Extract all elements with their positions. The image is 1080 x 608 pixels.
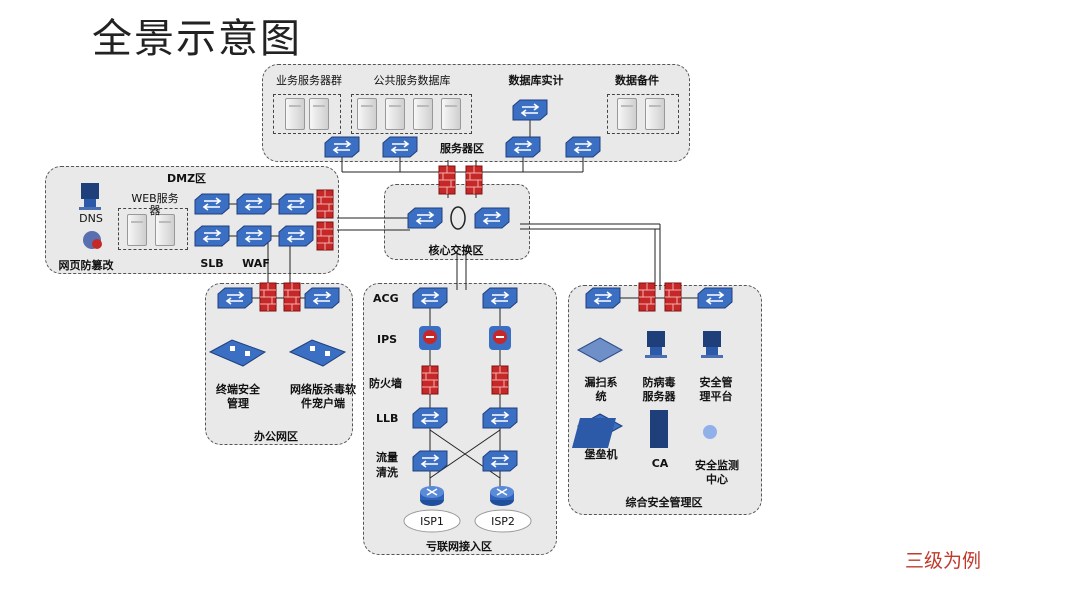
security-zone [568, 285, 762, 515]
server-group-box-1 [273, 94, 341, 134]
monitor-center-label: 安全监测中心 [695, 459, 739, 486]
internet-zone [363, 283, 557, 555]
page-title: 全景示意图 [92, 16, 302, 62]
server-icon [441, 98, 461, 130]
zone-label-office: 办公网区 [254, 430, 298, 443]
server-icon [357, 98, 377, 130]
server-group-label: 业务服务器群 [276, 74, 342, 87]
server-icon [617, 98, 637, 130]
waf-label: WAF [242, 257, 270, 270]
server-group-label: 数据备件 [615, 74, 659, 87]
server-group-box-3 [607, 94, 679, 134]
server-icon [285, 98, 305, 130]
firewall-label: 防火墙 [369, 377, 402, 390]
zone-label-server: 服务器区 [440, 142, 484, 155]
office-zone [205, 283, 353, 445]
zone-label-security: 综合安全管理区 [625, 496, 703, 509]
antivirus-server-label: 防病毒服务器 [642, 376, 676, 403]
server-icon [645, 98, 665, 130]
slb-label: SLB [200, 257, 224, 270]
server-group-label: 公共服务数据库 [373, 74, 451, 87]
web-server-label: WEB服务器 [131, 192, 179, 217]
zone-label-core: 核心交换区 [428, 244, 484, 257]
server-icon [385, 98, 405, 130]
bastion-label: 堡垒机 [584, 448, 618, 461]
server-group-box-2 [351, 94, 472, 134]
level-note: 三级为例 [905, 550, 982, 572]
tamper-proof-label: 网页防篡改 [58, 259, 114, 272]
acg-label: ACG [373, 292, 399, 305]
antivirus-client-label: 网络版杀毒软件宠户端 [290, 383, 356, 410]
server-group-label: 数据库实计 [508, 74, 564, 87]
isp2-label: ISP2 [491, 515, 515, 528]
server-icon [413, 98, 433, 130]
zone-label-dmz: DMZ区 [167, 172, 207, 185]
server-icon [309, 98, 329, 130]
dns-label: DNS [79, 212, 103, 225]
scan-system-label: 漏扫系统 [584, 376, 618, 403]
web-server-box [118, 208, 188, 250]
flow-cleaning-label: 流量清洗 [376, 451, 398, 479]
ca-label: CA [651, 457, 669, 470]
server-icon [127, 214, 147, 246]
zone-label-internet: 亏联网接入区 [426, 540, 492, 553]
ips-label: IPS [377, 333, 398, 346]
server-icon [155, 214, 175, 246]
isp1-label: ISP1 [420, 515, 444, 528]
security-mgmt-label: 安全管理平台 [699, 376, 733, 403]
terminal-security-label: 终端安全管理 [216, 383, 260, 410]
llb-label: LLB [376, 412, 399, 425]
